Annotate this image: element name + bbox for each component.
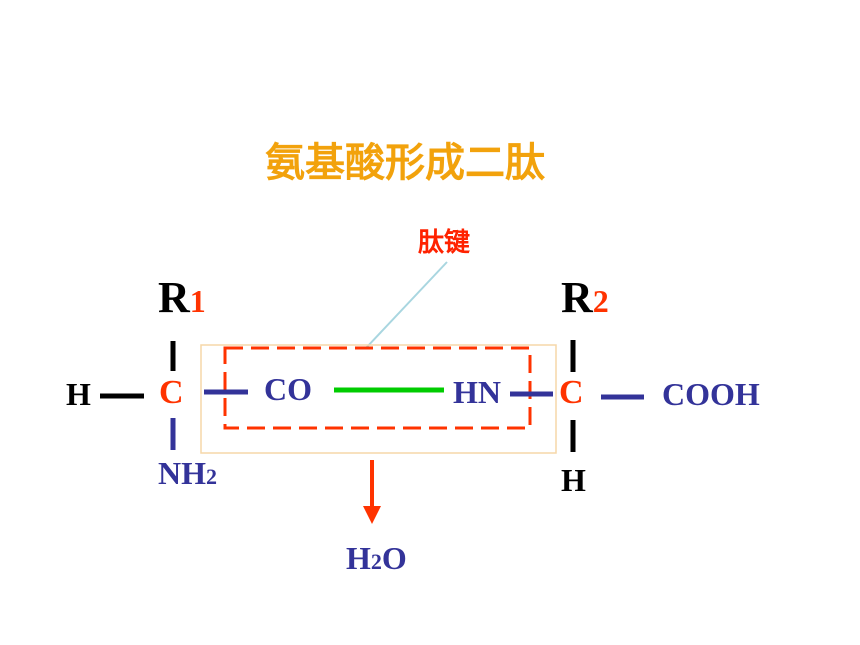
- peptide-bond-label: 肽键: [418, 228, 471, 258]
- bottom-h-atom: H: [561, 462, 586, 498]
- r1-number: 1: [189, 283, 206, 319]
- amino-group: NH2: [158, 455, 217, 492]
- r2-group: R2: [561, 272, 609, 323]
- left-h-atom: H: [66, 376, 91, 412]
- carbon-1: C: [159, 374, 184, 411]
- carboxyl-group: COOH: [662, 376, 760, 412]
- amino-subscript: 2: [206, 464, 217, 489]
- r1-group: R1: [158, 272, 206, 323]
- carbon-2: C: [559, 374, 584, 411]
- label-pointer-line: [365, 261, 448, 349]
- r1-letter: R: [158, 273, 190, 322]
- water-h: H: [346, 540, 371, 576]
- water-subscript: 2: [370, 549, 382, 574]
- water-o: O: [381, 540, 407, 576]
- r2-letter: R: [561, 273, 593, 322]
- water-arrow-head: [363, 506, 381, 524]
- amino-nh: NH: [158, 455, 206, 491]
- imino-hn: HN: [453, 374, 501, 410]
- water-molecule: H2O: [346, 540, 407, 577]
- outer-box: [200, 344, 557, 454]
- page-title: 氨基酸形成二肽: [265, 140, 545, 186]
- r2-number: 2: [592, 283, 609, 319]
- carbonyl-co: CO: [264, 371, 312, 407]
- dashed-box: [223, 346, 532, 430]
